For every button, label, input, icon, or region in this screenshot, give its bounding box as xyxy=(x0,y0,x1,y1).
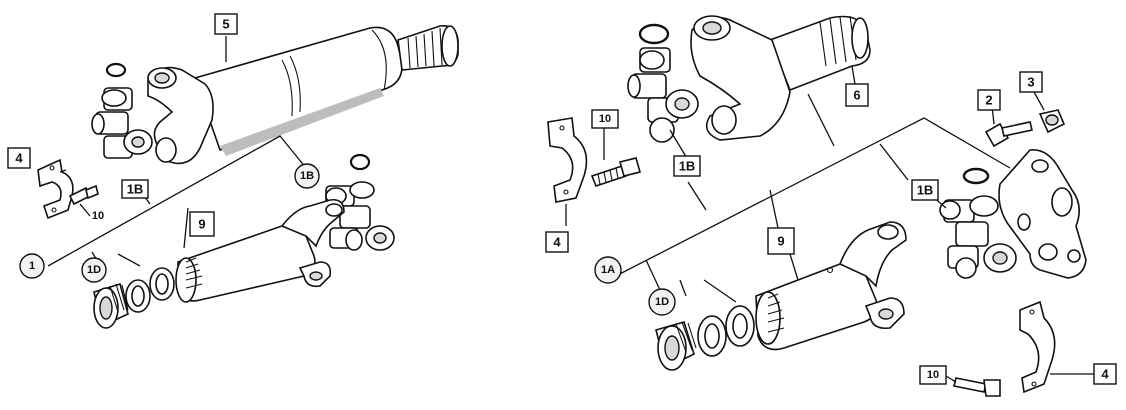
callout-1B-right-b: 1B xyxy=(911,179,939,201)
callout-1B-left-a: 1B xyxy=(121,179,149,199)
snap-ring-top-right xyxy=(638,23,670,45)
right-splined-shaft xyxy=(768,15,871,92)
left-bolt xyxy=(68,184,99,206)
callout-10-right-lower: 10 xyxy=(919,365,947,385)
svg-text:1D: 1D xyxy=(87,264,101,276)
svg-text:10: 10 xyxy=(927,369,939,381)
callout-4-right-upper: 4 xyxy=(545,231,569,253)
callout-2: 2 xyxy=(977,89,1001,111)
right-seal-rings xyxy=(697,305,755,357)
callout-10-right-upper: 10 xyxy=(591,109,619,129)
svg-text:1: 1 xyxy=(29,260,35,272)
right-leader-lines xyxy=(565,65,1094,383)
svg-text:4: 4 xyxy=(553,235,561,250)
left-assembly: 5 4 1B 10 1B 9 1 1D xyxy=(7,13,459,329)
callout-9-left: 9 xyxy=(189,211,215,237)
right-strap-clamp-lower xyxy=(1019,300,1056,394)
right-strap-clamp-upper xyxy=(547,117,588,203)
svg-text:4: 4 xyxy=(15,151,23,166)
svg-text:3: 3 xyxy=(1027,75,1034,90)
right-assembly: 10 6 2 3 1B 1B 4 9 xyxy=(545,15,1117,397)
svg-text:9: 9 xyxy=(777,234,784,249)
left-seal-rings xyxy=(125,267,175,313)
left-yoke-upper xyxy=(147,66,214,165)
svg-text:1A: 1A xyxy=(601,264,615,276)
snap-ring-right-left xyxy=(349,153,371,171)
callout-1B-right-a: 1B xyxy=(673,155,701,177)
left-nut xyxy=(93,282,129,329)
right-flange xyxy=(998,149,1087,279)
snap-ring-top-left xyxy=(105,62,127,78)
svg-text:9: 9 xyxy=(198,217,205,232)
svg-text:1B: 1B xyxy=(127,182,144,197)
callout-9-right: 9 xyxy=(767,227,795,255)
right-universal-joint-lower xyxy=(939,195,1017,279)
svg-text:1B: 1B xyxy=(679,159,696,174)
right-nut xyxy=(655,321,697,371)
svg-text:6: 6 xyxy=(853,88,860,103)
drive-shaft-tube xyxy=(193,24,459,156)
callout-4-right-lower: 4 xyxy=(1093,363,1117,385)
left-strap-clamp xyxy=(37,158,74,220)
svg-text:1B: 1B xyxy=(300,170,314,182)
svg-text:1D: 1D xyxy=(655,296,669,308)
callout-1D-left: 1D xyxy=(81,257,107,283)
callout-3: 3 xyxy=(1019,71,1043,93)
svg-text:4: 4 xyxy=(1101,367,1109,382)
right-universal-joint-upper xyxy=(627,47,699,143)
right-bolt-lower xyxy=(953,377,1001,397)
svg-text:10: 10 xyxy=(599,113,611,125)
right-nut-3 xyxy=(1038,109,1066,134)
callout-10-left: 10 xyxy=(92,210,104,222)
callout-6: 6 xyxy=(845,83,869,107)
callout-4-left: 4 xyxy=(7,147,31,169)
svg-text:1B: 1B xyxy=(917,183,934,198)
left-slip-yoke xyxy=(175,198,345,303)
snap-ring-flange xyxy=(962,167,990,185)
svg-text:10: 10 xyxy=(92,210,104,222)
svg-text:5: 5 xyxy=(222,17,229,32)
right-yoke-upper xyxy=(690,15,791,141)
callout-1B-left-b: 1B xyxy=(294,163,320,189)
callout-1: 1 xyxy=(19,253,45,279)
callout-1A: 1A xyxy=(594,256,622,284)
right-bolt-2 xyxy=(984,121,1033,148)
svg-text:2: 2 xyxy=(985,93,992,108)
callout-1D-right: 1D xyxy=(648,288,676,316)
left-leader-lines xyxy=(47,36,307,267)
right-slip-yoke xyxy=(755,221,907,351)
left-universal-joint-upper xyxy=(91,87,153,159)
left-universal-joint-lower xyxy=(325,181,395,251)
right-bolt-upper xyxy=(590,157,641,187)
callout-5: 5 xyxy=(214,13,238,35)
